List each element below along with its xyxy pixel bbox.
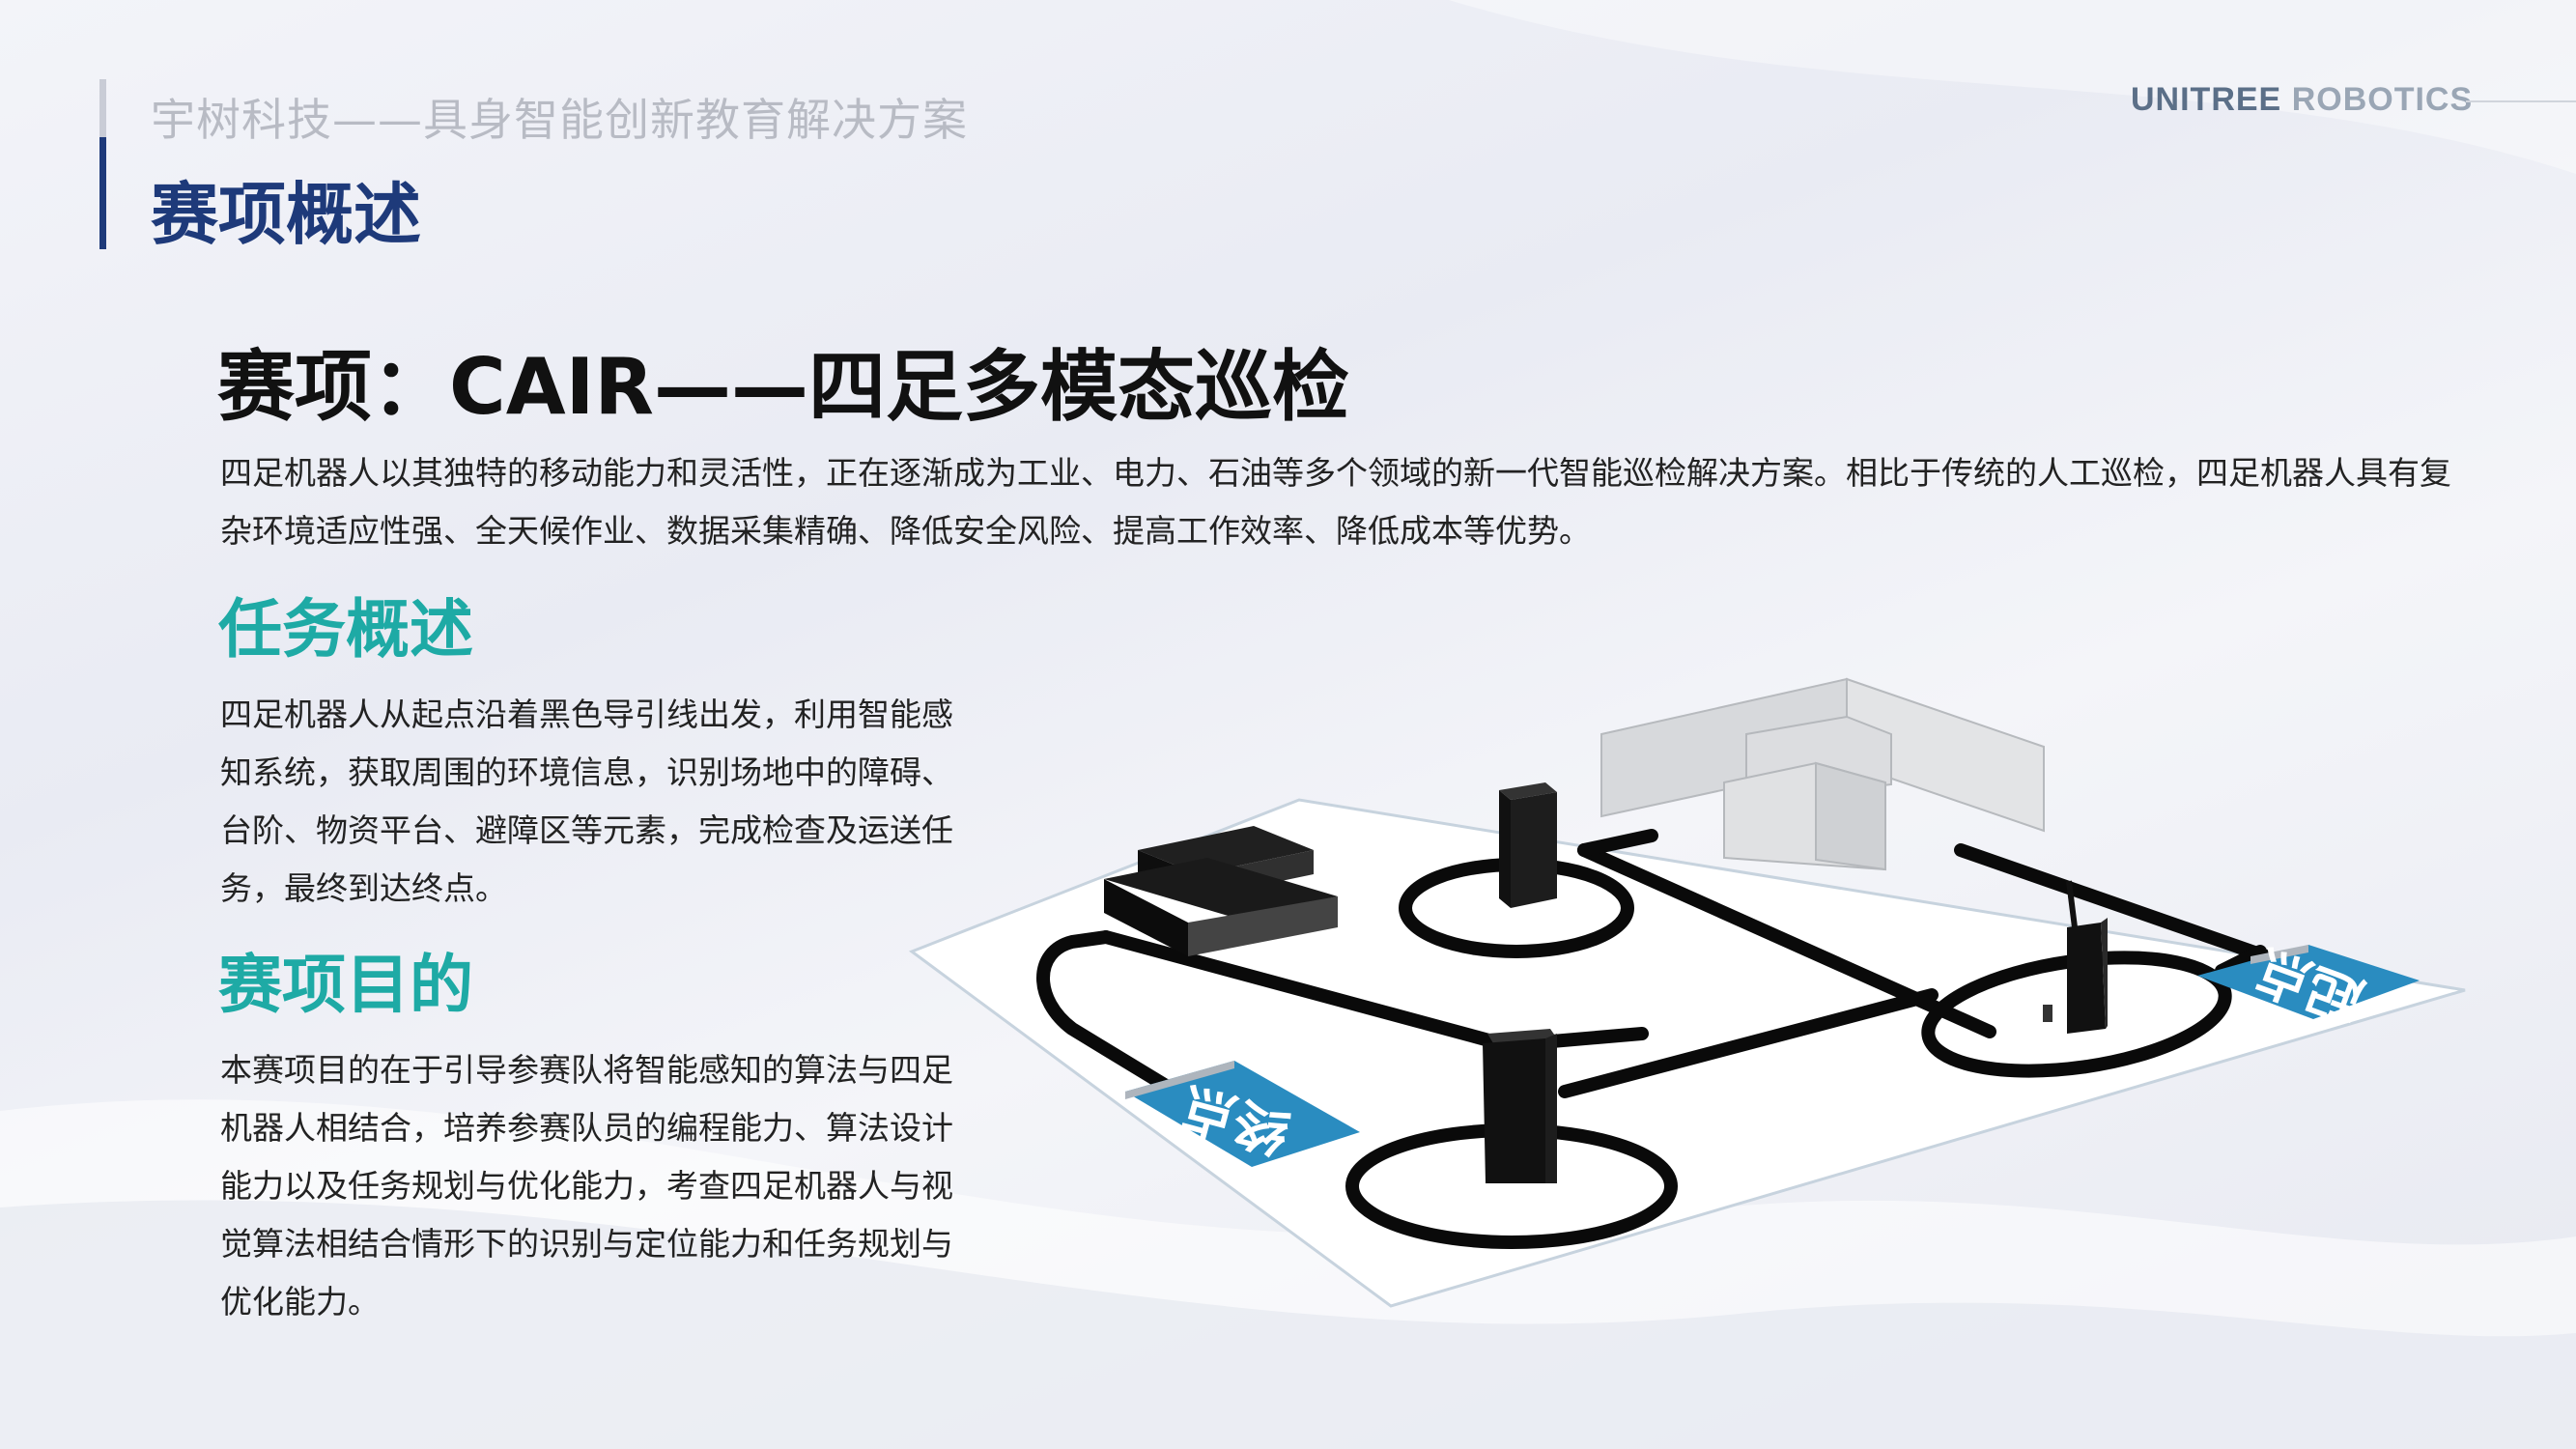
header-accent-bar-dark <box>99 137 106 249</box>
wall-panel-side <box>1815 761 1886 871</box>
brand-logo-part2: ROBOTICS <box>2291 81 2474 118</box>
section-title-task: 任务概述 <box>218 592 473 667</box>
page-title: 赛项概述 <box>151 175 421 254</box>
text-line: 务，最终到达终点。 <box>220 869 507 907</box>
obstacle-bottom-front <box>1483 1038 1557 1183</box>
start-sign-edge <box>2250 945 2308 964</box>
text-line: 机器人相结合，培养参赛队员的编程能力、算法设计 <box>220 1109 953 1147</box>
guide-line-right <box>1954 843 2286 968</box>
text-line: 本赛项目的在于引导参赛队将智能感知的算法与四足 <box>220 1051 953 1089</box>
obstacle-top-side <box>1511 792 1557 908</box>
guide-line-outer-left <box>1036 930 1214 1118</box>
obstacle-right-side <box>2101 918 2108 1029</box>
obstacle-right-marker <box>2043 1005 2052 1022</box>
obstacle-bottom-side <box>1545 1034 1557 1183</box>
text-line: 四足机器人从起点沿着黑色导引线出发，利用智能感 <box>220 696 953 733</box>
section-body-task: 四足机器人从起点沿着黑色导引线出发，利用智能感 知系统，获取周围的环境信息，识别… <box>220 686 993 918</box>
competition-field-illustration: 终点 起点 <box>908 677 2466 1308</box>
brand-logo: UNITREE ROBOTICS <box>2131 81 2473 119</box>
obstacle-right-front <box>2067 923 2106 1034</box>
obstacle-top-front <box>1499 790 1511 908</box>
header-subtitle: 宇树科技——具身智能创新教育解决方案 <box>151 94 968 146</box>
obstacle-top <box>1499 782 1557 800</box>
intro-paragraph: 四足机器人以其独特的移动能力和灵活性，正在逐渐成为工业、电力、石油等多个领域的新… <box>220 454 2451 550</box>
text-line: 优化能力。 <box>220 1283 380 1321</box>
obstacle-right-pole <box>2066 880 2078 928</box>
brand-divider <box>2466 100 2576 102</box>
main-title: 赛项：CAIR——四足多模态巡检 <box>217 342 1349 432</box>
text-line: 觉算法相结合情形下的识别与定位能力和任务规划与 <box>220 1225 953 1263</box>
platform-step-top <box>1104 858 1338 918</box>
guide-line-upper-right <box>1577 829 1658 857</box>
text-line: 能力以及任务规划与优化能力，考查四足机器人与视 <box>220 1167 953 1205</box>
platform-step-side <box>1188 896 1338 956</box>
platform-step-front <box>1104 879 1188 956</box>
text-line: 知系统，获取周围的环境信息，识别场地中的障碍、 <box>220 753 953 791</box>
section-title-purpose: 赛项目的 <box>218 948 473 1022</box>
brand-logo-part1: UNITREE <box>2131 81 2282 118</box>
end-sign-board <box>1125 1061 1360 1167</box>
header-accent-bar-light <box>99 79 106 137</box>
text-line: 台阶、物资平台、避障区等元素，完成检查及运送任 <box>220 811 953 849</box>
platform-top <box>1138 826 1314 874</box>
guide-line-middle <box>1558 988 1939 1098</box>
end-sign-edge <box>1125 1061 1234 1099</box>
section-body-purpose: 本赛项目的在于引导参赛队将智能感知的算法与四足 机器人相结合，培养参赛队员的编程… <box>220 1041 993 1331</box>
